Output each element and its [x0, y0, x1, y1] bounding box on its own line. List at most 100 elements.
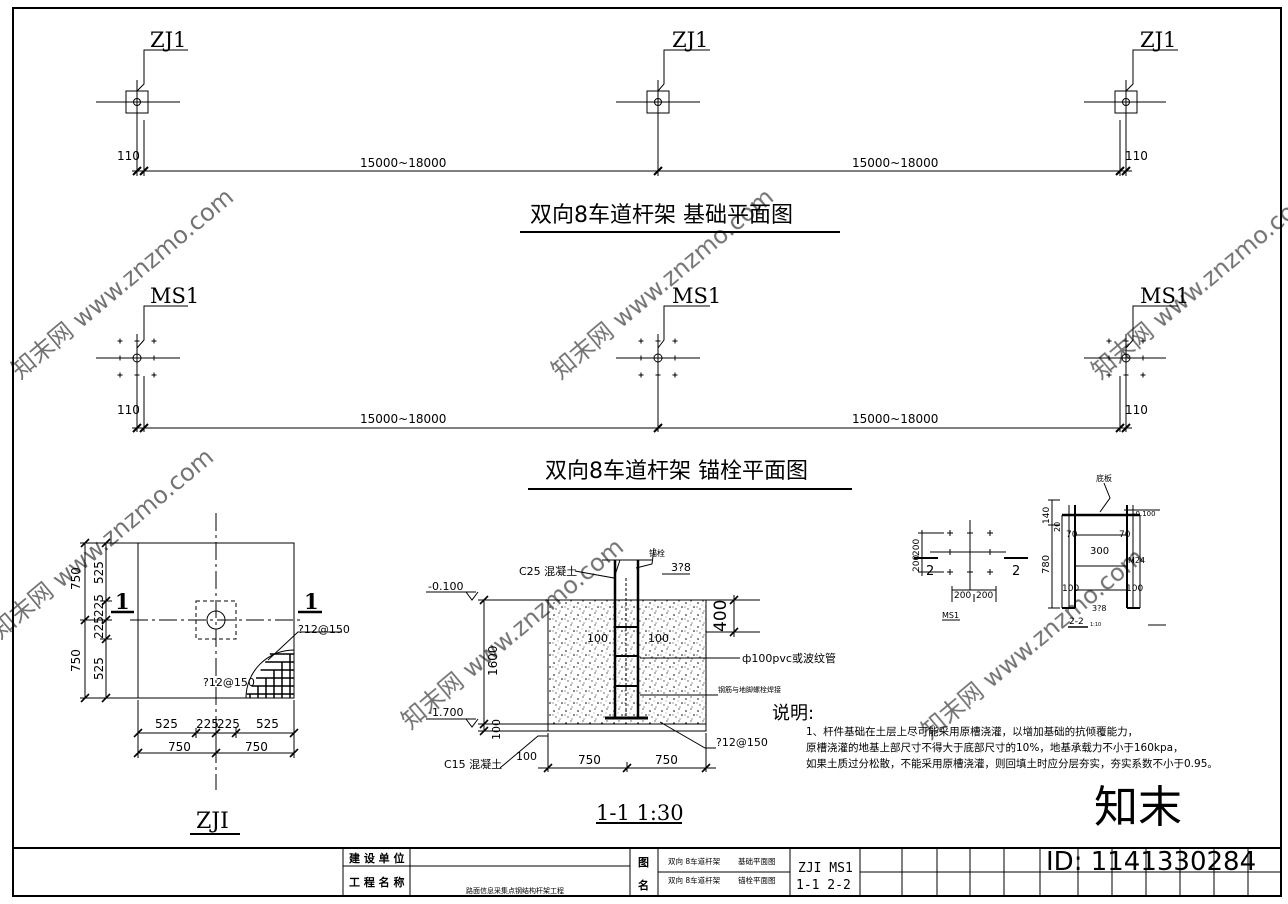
- zji-left-inner-1: 525: [92, 561, 106, 584]
- foundation-plan: [96, 49, 1178, 233]
- dimension-tick: [80, 693, 90, 703]
- tb-project-name: 路面信息采集点钢结构杆架工程: [466, 886, 564, 895]
- dimension-tick: [231, 728, 241, 738]
- dimension-tick: [80, 615, 90, 625]
- tb-row2-b: 锚栓平面图: [738, 875, 776, 885]
- sec22-rebar: 3?8: [1092, 604, 1106, 613]
- column-marker-right: [1084, 49, 1178, 176]
- dimension-tick: [211, 728, 221, 738]
- watermark-text-1: 知末网 www.znzmo.com: [6, 183, 239, 385]
- plan2-title: 双向8车道杆架 锚栓平面图: [545, 459, 808, 484]
- tb-drawing-label-2: 名: [638, 878, 649, 892]
- zji-bottom-inner-4: 525: [256, 717, 279, 731]
- dimension-tick: [479, 719, 489, 729]
- plan1-title: 双向8车道杆架 基础平面图: [530, 203, 793, 228]
- notes-line-1: 1、杆件基础在土层上尽可能采用原槽浇灌，以增加基础的抗倾覆能力，: [806, 725, 1138, 738]
- dimension-tick: [729, 595, 739, 605]
- plan2-dim-right: 110: [1125, 403, 1148, 417]
- tb-codes-2: 1-1 2-2: [796, 878, 851, 893]
- zji-section-mark-left: 1: [115, 589, 130, 614]
- ms1-dim-v-2: 200: [912, 555, 922, 572]
- tb-row1-b: 基础平面图: [738, 856, 776, 866]
- watermark-text-3: 知末网 www.znzmo.com: [1086, 183, 1288, 385]
- sec11-height: 1600: [486, 645, 500, 676]
- sec22-level: -0.100: [1133, 510, 1156, 518]
- zji-rebar-right: ?12@150: [298, 623, 350, 636]
- sec22-dim-v-3: 780: [1041, 555, 1052, 574]
- tb-row2-a: 双向 8车道杆架: [668, 875, 721, 885]
- anchor-plan: [96, 305, 1178, 490]
- sec11-level-top: -0.100: [428, 580, 463, 593]
- dimension-tick: [80, 538, 90, 548]
- dimension-tick: [479, 726, 489, 736]
- column-marker-mid: [616, 49, 710, 176]
- notes-heading: 说明:: [772, 703, 814, 724]
- sec11-level-bottom: -1.700: [428, 706, 463, 719]
- zji-left-inner-3: 225: [92, 616, 106, 639]
- section-2-2: [1048, 482, 1166, 628]
- zji-rebar-inner: ?12@150: [203, 676, 255, 689]
- dimension-tick: [543, 763, 553, 773]
- sec11-weld-note: 钢筋与地脚螺栓焊接: [718, 685, 781, 694]
- zji-bottom-outer-1: 750: [168, 740, 191, 754]
- title-block: [13, 847, 1281, 896]
- dimension-tick: [101, 596, 111, 606]
- plan1-dim-left: 110: [117, 149, 140, 163]
- zji-detail: [80, 513, 342, 835]
- column-marker-left: [96, 49, 188, 176]
- sec11-title: 1-1 1:30: [596, 801, 684, 825]
- plan1-dim-right: 110: [1125, 149, 1148, 163]
- sec11-dim-100a: 100: [587, 632, 608, 645]
- zji-left-inner-2: 225: [92, 594, 106, 617]
- dimension-tick: [133, 728, 143, 738]
- sec22-inner-2: 300: [1090, 546, 1109, 557]
- sec22-top-label: 底板: [1096, 473, 1112, 483]
- ms1-dim-h-2: 200: [976, 591, 993, 601]
- dimension-tick: [101, 538, 111, 548]
- plan2-label-left: MS1: [150, 284, 199, 308]
- sec22-dim-v-2: 20: [1053, 522, 1062, 532]
- ms1-dim-h-1: 200: [954, 591, 971, 601]
- plan2-span-2: 15000~18000: [852, 412, 938, 426]
- watermark-id: ID: 1141330284: [1046, 847, 1256, 877]
- plan1-span-2: 15000~18000: [852, 156, 938, 170]
- zji-left-inner-4: 525: [92, 657, 106, 680]
- plan1-label-right: ZJ1: [1140, 28, 1176, 52]
- sec11-bottom-100: 100: [516, 750, 537, 763]
- sec22-inner-3: 70: [1119, 530, 1131, 540]
- anchor-marker-right: [1084, 305, 1178, 432]
- zji-bottom-inner-3: 225: [217, 717, 240, 731]
- ms1-section-right: 2: [1012, 564, 1020, 579]
- sheet-border: [12, 7, 1282, 897]
- dimension-tick: [289, 748, 299, 758]
- sec22-inner-1: 70: [1066, 530, 1078, 540]
- anchor-marker-mid: [616, 305, 710, 432]
- sec22-dim-100a: 100: [1062, 584, 1079, 594]
- sec22-title: 2-2: [1069, 617, 1084, 627]
- notes-line-3: 如果土质过分松散，不能采用原槽浇灌，则回填土时应分层夯实，夯实系数不小于0.95…: [806, 757, 1218, 770]
- zji-bottom-inner-1: 525: [155, 717, 178, 731]
- dimension-tick: [701, 763, 711, 773]
- watermark-text-6: 知末网 www.znzmo.com: [916, 543, 1149, 745]
- sec11-dim-400: 400: [711, 600, 731, 632]
- watermark-text-4: 知末网 www.znzmo.com: [0, 443, 219, 645]
- plan2-label-right: MS1: [1140, 284, 1189, 308]
- sec11-bottom-dim-1: 750: [578, 753, 601, 767]
- sec11-dim-100b: 100: [648, 632, 669, 645]
- plan2-dim-left: 110: [117, 403, 140, 417]
- sec11-base: 100: [490, 719, 503, 740]
- zji-title: ZJI: [196, 809, 229, 834]
- anchor-marker-left: [96, 305, 188, 432]
- sec11-rebar-top: 3?8: [671, 561, 691, 574]
- tb-row1-a: 双向 8车道杆架: [668, 856, 721, 866]
- zji-left-outer-2: 750: [69, 649, 83, 672]
- sec11-bottom-dim-2: 750: [655, 753, 678, 767]
- tb-drawing-label-1: 图: [638, 856, 649, 869]
- tb-project-name-label: 工 程 名 称: [349, 875, 405, 889]
- anchor-bolt-crosses: [117, 338, 1146, 378]
- sec22-scale: 1:10: [1090, 622, 1101, 628]
- dimension-tick: [101, 634, 111, 644]
- sec22-dim-100b: 100: [1126, 584, 1143, 594]
- ms1-dim-v-1: 200: [912, 539, 922, 556]
